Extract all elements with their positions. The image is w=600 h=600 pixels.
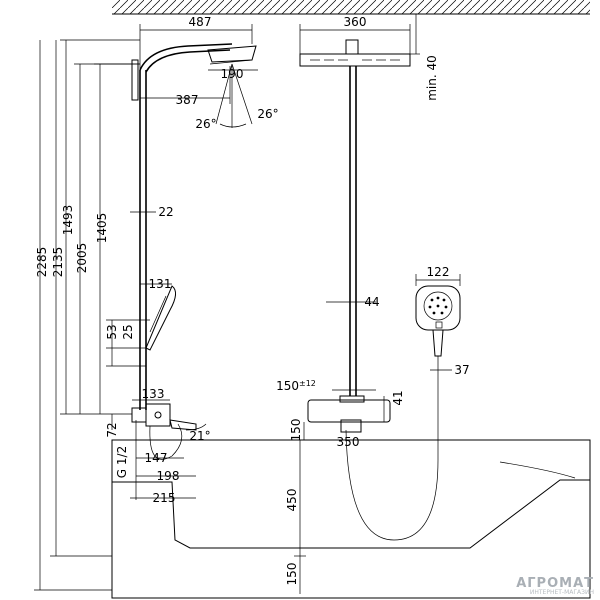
dim-215: 215 bbox=[153, 491, 176, 505]
dim-487: 487 bbox=[189, 15, 212, 29]
dim-37: 37 bbox=[454, 363, 469, 377]
dim-25: 25 bbox=[121, 324, 135, 339]
dim-147: 147 bbox=[145, 451, 168, 465]
dim-44: 44 bbox=[364, 295, 379, 309]
dim-2285: 2285 bbox=[35, 247, 49, 278]
side-view-shower-system bbox=[131, 43, 257, 460]
dim-41: 41 bbox=[391, 390, 405, 405]
ceiling bbox=[112, 0, 590, 15]
dim-2005: 2005 bbox=[75, 243, 89, 274]
watermark-logo: АГРОМАТ ИНТЕРНЕТ-МАГАЗИН bbox=[516, 577, 594, 596]
dim-450: 450 bbox=[285, 489, 299, 512]
dim-150-lower: 150 bbox=[285, 563, 299, 586]
watermark-sub: ИНТЕРНЕТ-МАГАЗИН bbox=[529, 589, 594, 596]
dim-122: 122 bbox=[427, 265, 450, 279]
dim-21: 21° bbox=[189, 429, 210, 443]
dim-131: 131 bbox=[149, 277, 172, 291]
dim-150-tolerance: 150±12 bbox=[276, 379, 316, 393]
dim-360: 360 bbox=[344, 15, 367, 29]
dim-26-left: 26° bbox=[195, 117, 216, 131]
dim-min-40: min. 40 bbox=[425, 55, 439, 101]
dim-387: 387 bbox=[176, 93, 199, 107]
bathtub bbox=[111, 439, 591, 599]
watermark-main: АГРОМАТ bbox=[516, 576, 594, 591]
dim-150-upper: 150 bbox=[289, 419, 303, 442]
dim-1493: 1493 bbox=[61, 205, 75, 236]
dim-190: 190 bbox=[221, 67, 244, 81]
dim-133: 133 bbox=[142, 387, 165, 401]
dim-2135: 2135 bbox=[51, 247, 65, 278]
dim-198: 198 bbox=[157, 469, 180, 483]
dimension-labels: 487 360 190 387 26° 26° min. 40 22 1493 … bbox=[35, 15, 470, 585]
dim-g-1-2: G 1/2 bbox=[115, 446, 129, 478]
dim-72: 72 bbox=[105, 422, 119, 437]
dim-350: 350 bbox=[337, 435, 360, 449]
dim-22: 22 bbox=[158, 205, 173, 219]
dim-1405: 1405 bbox=[95, 213, 109, 244]
dim-53: 53 bbox=[105, 324, 119, 339]
front-view-shower-system bbox=[299, 39, 461, 541]
dim-26-right: 26° bbox=[257, 107, 278, 121]
dimension-lines bbox=[34, 13, 461, 594]
